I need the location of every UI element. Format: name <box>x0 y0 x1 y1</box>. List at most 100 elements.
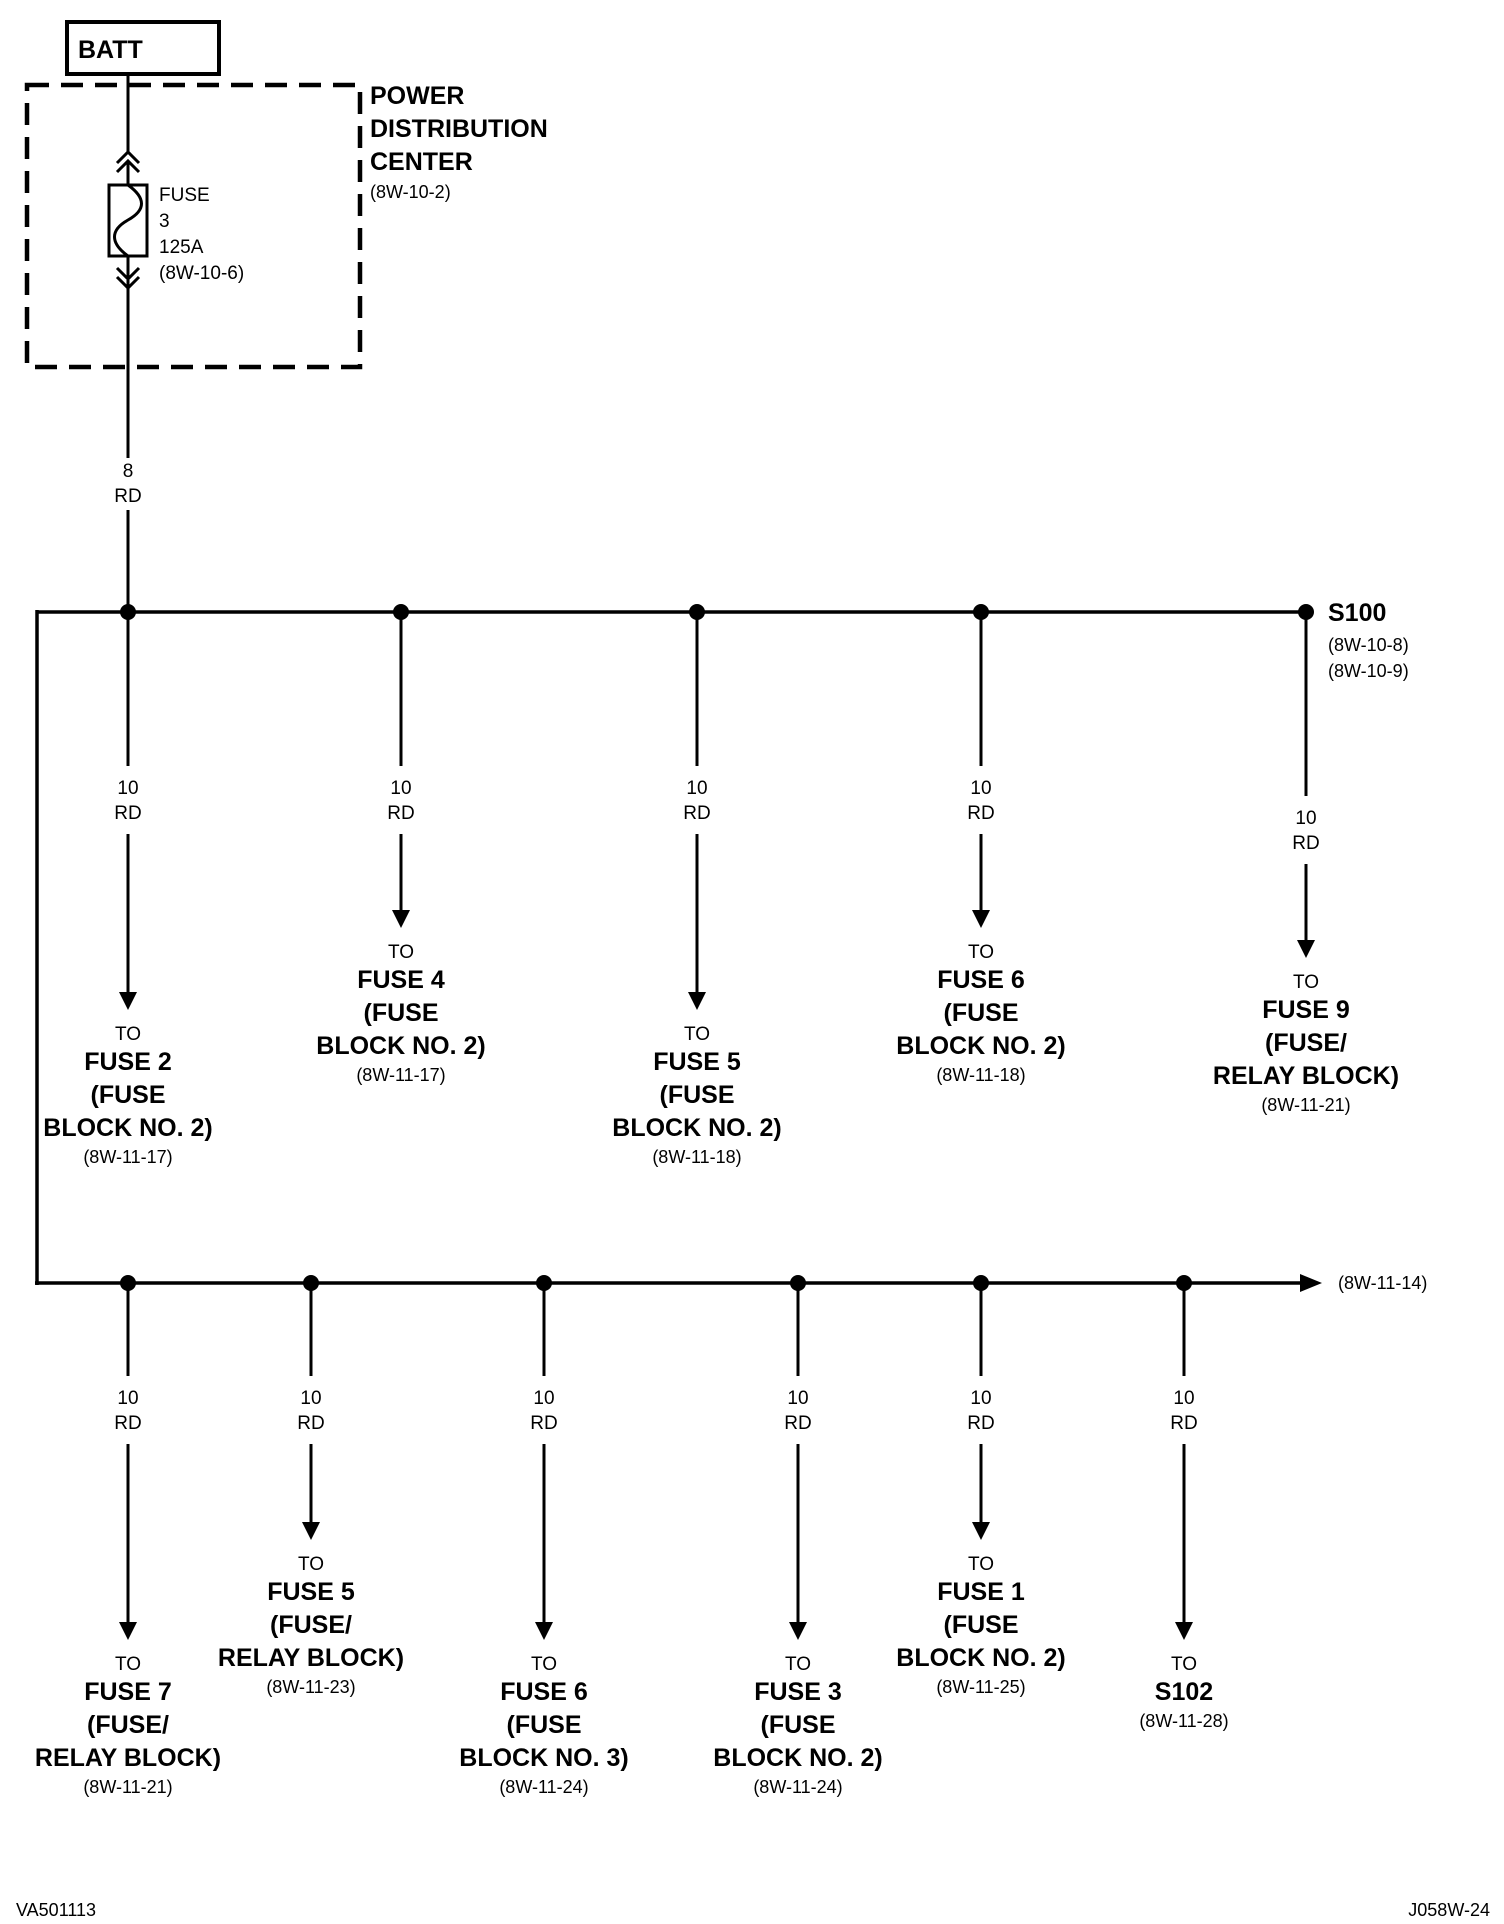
branch-arrow-down-icon <box>972 1522 990 1540</box>
branch-destination-line-2: (FUSE <box>944 999 1019 1027</box>
branch-ref: (8W-11-17) <box>356 1065 445 1085</box>
branch-to-label: TO <box>531 1654 557 1675</box>
battery-label: BATT <box>78 36 143 64</box>
branch-arrow-down-icon <box>535 1622 553 1640</box>
branch-destination-line-3: RELAY BLOCK) <box>218 1644 404 1672</box>
branch-destination-line-1: FUSE 6 <box>937 966 1025 994</box>
branch-ref: (8W-11-18) <box>936 1065 1025 1085</box>
connector-chevron-bottom-1 <box>115 266 141 282</box>
branch-wire-gauge: 10 <box>1295 808 1316 829</box>
branch-wire-color: RD <box>530 1413 557 1434</box>
branch-to-label: TO <box>1293 972 1319 993</box>
branch-destination-line-1: FUSE 2 <box>84 1048 172 1076</box>
branch-destination-line-2: (FUSE/ <box>87 1711 169 1739</box>
feed-wire <box>107 74 149 610</box>
branch-to-label: TO <box>968 942 994 963</box>
branch-destination-line-1: FUSE 5 <box>653 1048 741 1076</box>
splice-ref-2: (8W-10-9) <box>1328 661 1409 681</box>
fuse-label-line-2: 3 <box>159 211 170 232</box>
pdc-title-line-3: CENTER <box>370 148 473 176</box>
splice-ref-1: (8W-10-8) <box>1328 635 1409 655</box>
branch-destination-line-1: S102 <box>1155 1678 1213 1706</box>
branch-wire-gauge: 10 <box>787 1388 808 1409</box>
fuse-3-label: FUSE 3 125A (8W-10-6) <box>159 185 244 284</box>
branch-wire-color: RD <box>387 803 414 824</box>
splice-name: S100 <box>1328 599 1386 627</box>
branch-arrow-down-icon <box>972 910 990 928</box>
fuse-label-line-4: (8W-10-6) <box>159 263 244 284</box>
branch-destination-line-3: BLOCK NO. 2) <box>316 1032 485 1060</box>
branch-destination-line-3: BLOCK NO. 2) <box>713 1744 882 1772</box>
pdc-title-line-1: POWER <box>370 82 464 110</box>
branch-destination-line-3: BLOCK NO. 2) <box>896 1032 1065 1060</box>
branch-to-label: TO <box>115 1654 141 1675</box>
branch-wire-color: RD <box>114 1413 141 1434</box>
branch-destination-line-3: RELAY BLOCK) <box>35 1744 221 1772</box>
connector-chevron-top-1 <box>115 149 141 165</box>
branch-ref: (8W-11-21) <box>83 1777 172 1797</box>
branch-destination-line-2: (FUSE <box>91 1081 166 1109</box>
branch-destination-line-3: BLOCK NO. 2) <box>43 1114 212 1142</box>
branch-destination-line-1: FUSE 7 <box>84 1678 172 1706</box>
branch-to-label: TO <box>1171 1654 1197 1675</box>
branch-ref: (8W-11-25) <box>936 1677 1025 1697</box>
branch-wire-gauge: 10 <box>117 1388 138 1409</box>
branch-destination-line-2: (FUSE <box>660 1081 735 1109</box>
branch-wire-gauge: 10 <box>533 1388 554 1409</box>
branch-arrow-down-icon <box>392 910 410 928</box>
branch-wire-gauge: 10 <box>300 1388 321 1409</box>
branch-wire-color: RD <box>114 803 141 824</box>
power-distribution-center: POWER DISTRIBUTION CENTER (8W-10-2) <box>24 82 548 370</box>
branch-arrow-down-icon <box>1297 940 1315 958</box>
branch-to-label: TO <box>968 1554 994 1575</box>
branch-to-label: TO <box>115 1024 141 1045</box>
pdc-dashed-outline <box>24 82 363 370</box>
branch-ref: (8W-11-24) <box>753 1777 842 1797</box>
splice-bus: (8W-11-14) <box>35 610 1427 1293</box>
branch-destination-line-1: FUSE 4 <box>357 966 445 994</box>
branch-ref: (8W-11-24) <box>499 1777 588 1797</box>
branch-destination-line-2: (FUSE/ <box>1265 1029 1347 1057</box>
bus-continue-arrow-icon <box>1300 1274 1322 1292</box>
branch-to-label: TO <box>388 942 414 963</box>
branch-ref: (8W-11-28) <box>1139 1711 1228 1731</box>
branch-wire-color: RD <box>967 803 994 824</box>
branch-destination-line-2: (FUSE/ <box>270 1611 352 1639</box>
branch-destination-line-3: BLOCK NO. 2) <box>612 1114 781 1142</box>
branch-wire-color: RD <box>1170 1413 1197 1434</box>
branch-wire-gauge: 10 <box>970 1388 991 1409</box>
feed-wire-color: RD <box>114 486 141 507</box>
battery-box <box>65 20 221 76</box>
branch-destination-line-2: (FUSE <box>944 1611 1019 1639</box>
battery-terminal: BATT <box>65 20 221 76</box>
branch-wire-gauge: 10 <box>117 778 138 799</box>
branch-wire-gauge: 10 <box>686 778 707 799</box>
branch-arrow-down-icon <box>119 1622 137 1640</box>
branch-destination-line-2: (FUSE <box>507 1711 582 1739</box>
branch-destination-line-3: BLOCK NO. 2) <box>896 1644 1065 1672</box>
branch-wire-gauge: 10 <box>1173 1388 1194 1409</box>
fuse-label-line-3: 125A <box>159 237 204 258</box>
branch-arrow-down-icon <box>688 992 706 1010</box>
branch-arrow-down-icon <box>1175 1622 1193 1640</box>
branch-arrow-down-icon <box>789 1622 807 1640</box>
footer-right-code: J058W-24 <box>1408 1900 1490 1920</box>
branch-destination-line-3: BLOCK NO. 3) <box>459 1744 628 1772</box>
branch-ref: (8W-11-18) <box>652 1147 741 1167</box>
footer-left-code: VA501113 <box>16 1900 96 1920</box>
branch-wire-gauge: 10 <box>970 778 991 799</box>
pdc-title-line-2: DISTRIBUTION <box>370 115 548 143</box>
branch-destination-line-2: (FUSE <box>761 1711 836 1739</box>
